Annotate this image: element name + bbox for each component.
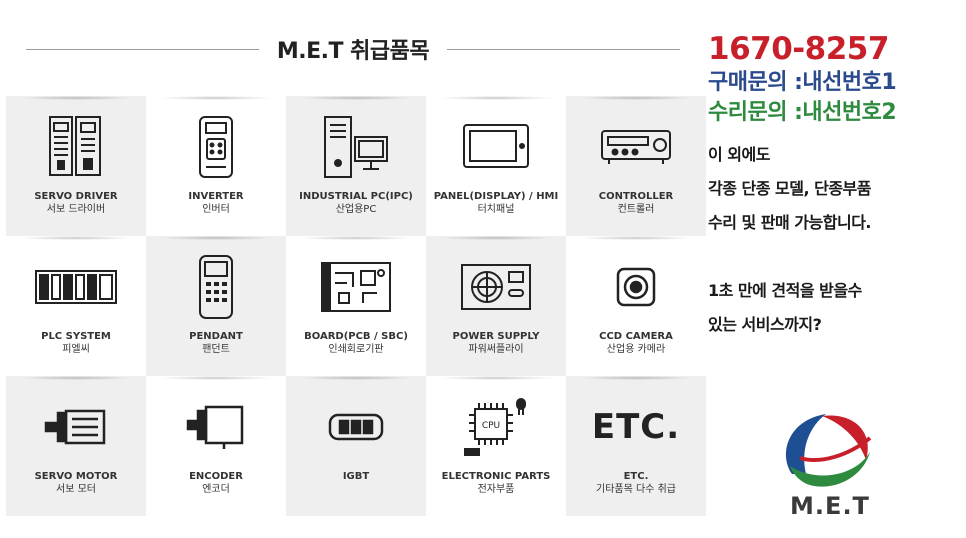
- electronic-parts-icon: CPU: [441, 390, 551, 464]
- product-label: INVERTER 인버터: [188, 190, 243, 216]
- product-tile-plc-system: PLC SYSTEM 피엘씨: [6, 236, 146, 376]
- product-name-ko: 서보 드라이버: [46, 204, 106, 215]
- product-tile-ccd-camera: CCD CAMERA 산업용 카메라: [566, 236, 706, 376]
- product-tile-igbt: IGBT: [286, 376, 426, 516]
- product-name-en: ETC.: [623, 471, 649, 482]
- product-name-ko: 전자부품: [477, 484, 515, 495]
- product-name-en: PLC SYSTEM: [41, 331, 111, 342]
- plc-system-icon: [21, 250, 131, 324]
- product-name-ko: 터치패널: [477, 204, 515, 215]
- logo-text: M.E.T: [790, 492, 870, 520]
- product-label: SERVO MOTOR 서보 모터: [35, 470, 118, 496]
- product-label: PLC SYSTEM 피엘씨: [41, 330, 111, 356]
- met-globe-icon: [785, 414, 872, 487]
- etc-text-icon: ETC.: [581, 390, 691, 464]
- product-tile-board-pcb: BOARD(PCB / SBC) 인쇄회로기판: [286, 236, 426, 376]
- product-name-ko: 서보 모터: [56, 484, 96, 495]
- product-tile-controller: CONTROLLER 컨트롤러: [566, 96, 706, 236]
- igbt-icon: [301, 390, 411, 464]
- product-label: SERVO DRIVER 서보 드라이버: [34, 190, 117, 216]
- board-pcb-icon: [301, 250, 411, 324]
- phone-number: 1670-8257: [708, 31, 889, 67]
- servo-driver-icon: [21, 110, 131, 184]
- product-label: BOARD(PCB / SBC) 인쇄회로기판: [304, 330, 408, 356]
- product-name-en: INVERTER: [188, 191, 244, 202]
- product-name-en: BOARD(PCB / SBC): [304, 331, 408, 342]
- product-name-en: INDUSTRIAL PC(IPC): [299, 191, 413, 202]
- heading-line-left: [26, 48, 259, 50]
- product-tile-servo-driver: SERVO DRIVER 서보 드라이버: [6, 96, 146, 236]
- product-name-ko: 인쇄회로기판: [328, 344, 384, 355]
- service-description: 이 외에도 각종 단종 모델, 단종부품 수리 및 판매 가능합니다. 1초 만…: [708, 138, 966, 342]
- product-label: ETC. 기타품목 다수 취급: [596, 470, 676, 496]
- cpu-chip-text: CPU: [482, 421, 500, 431]
- contact-panel: 1670-8257 구매문의 :내선번호1 수리문의 :내선번호2 이 외에도 …: [708, 30, 966, 342]
- product-name-en: ENCODER: [189, 471, 243, 482]
- product-label: ELECTRONIC PARTS 전자부품: [442, 470, 551, 496]
- product-name-ko: 인버터: [202, 204, 230, 215]
- panel-hmi-icon: [441, 110, 551, 184]
- description-line: 수리 및 판매 가능합니다.: [708, 213, 872, 232]
- product-name-ko: 파워써플라이: [468, 344, 524, 355]
- product-tile-inverter: INVERTER 인버터: [146, 96, 286, 236]
- product-tile-servo-motor: SERVO MOTOR 서보 모터: [6, 376, 146, 516]
- product-tile-electronic-parts: CPU ELECTRONIC PARTS 전자부품: [426, 376, 566, 516]
- product-grid: SERVO DRIVER 서보 드라이버 INVERTER 인버터: [6, 96, 706, 516]
- product-label: POWER SUPPLY 파워써플라이: [453, 330, 540, 356]
- ccd-camera-icon: [581, 250, 691, 324]
- product-name-ko: 산업용PC: [335, 204, 377, 215]
- description-line: 이 외에도: [708, 145, 770, 164]
- product-label: PENDANT 팬던트: [189, 330, 243, 356]
- purchase-inquiry: 구매문의 :내선번호1: [708, 70, 897, 95]
- description-line: 1초 만에 견적을 받을수: [708, 281, 862, 300]
- product-name-ko: 컨트롤러: [617, 204, 655, 215]
- product-name-en: SERVO MOTOR: [34, 471, 118, 482]
- product-name-en: PANEL(DISPLAY) / HMI: [433, 191, 559, 202]
- product-name-ko: 엔코더: [202, 484, 230, 495]
- product-name-en: CCD CAMERA: [599, 331, 673, 342]
- product-name-en: POWER SUPPLY: [452, 331, 540, 342]
- section-heading: M.E.T 취급품목: [26, 32, 681, 66]
- industrial-pc-icon: [301, 110, 411, 184]
- etc-big-text: ETC.: [591, 407, 681, 447]
- page-title: M.E.T 취급품목: [276, 39, 430, 64]
- product-name-en: PENDANT: [189, 331, 243, 342]
- inverter-icon: [161, 110, 271, 184]
- encoder-icon: [161, 390, 271, 464]
- repair-inquiry: 수리문의 :내선번호2: [708, 100, 897, 125]
- product-label: IGBT: [343, 470, 369, 483]
- met-logo: M.E.T: [770, 404, 890, 524]
- product-name-ko: 팬던트: [202, 344, 230, 355]
- controller-icon: [581, 110, 691, 184]
- product-tile-power-supply: POWER SUPPLY 파워써플라이: [426, 236, 566, 376]
- product-name-en: CONTROLLER: [598, 191, 674, 202]
- servo-motor-icon: [21, 390, 131, 464]
- product-tile-etc: ETC. ETC. 기타품목 다수 취급: [566, 376, 706, 516]
- product-name-ko: 산업용 카메라: [606, 344, 666, 355]
- product-label: ENCODER 엔코더: [189, 470, 243, 496]
- product-name-en: SERVO DRIVER: [34, 191, 118, 202]
- power-supply-icon: [441, 250, 551, 324]
- product-name-en: ELECTRONIC PARTS: [441, 471, 551, 482]
- description-spacer: [708, 240, 966, 274]
- product-label: CONTROLLER 컨트롤러: [599, 190, 674, 216]
- product-name-ko: 기타품목 다수 취급: [596, 484, 676, 495]
- product-tile-pendant: PENDANT 팬던트: [146, 236, 286, 376]
- product-tile-industrial-pc: INDUSTRIAL PC(IPC) 산업용PC: [286, 96, 426, 236]
- product-name-ko: 피엘씨: [62, 344, 90, 355]
- product-name-en: IGBT: [342, 471, 370, 482]
- pendant-icon: [161, 250, 271, 324]
- description-line: 있는 서비스까지?: [708, 315, 822, 334]
- description-line: 각종 단종 모델, 단종부품: [708, 179, 872, 198]
- product-tile-panel-hmi: PANEL(DISPLAY) / HMI 터치패널: [426, 96, 566, 236]
- product-label: INDUSTRIAL PC(IPC) 산업용PC: [299, 190, 413, 216]
- product-tile-encoder: ENCODER 엔코더: [146, 376, 286, 516]
- heading-line-right: [447, 48, 681, 50]
- product-label: CCD CAMERA 산업용 카메라: [599, 330, 673, 356]
- product-label: PANEL(DISPLAY) / HMI 터치패널: [434, 190, 558, 216]
